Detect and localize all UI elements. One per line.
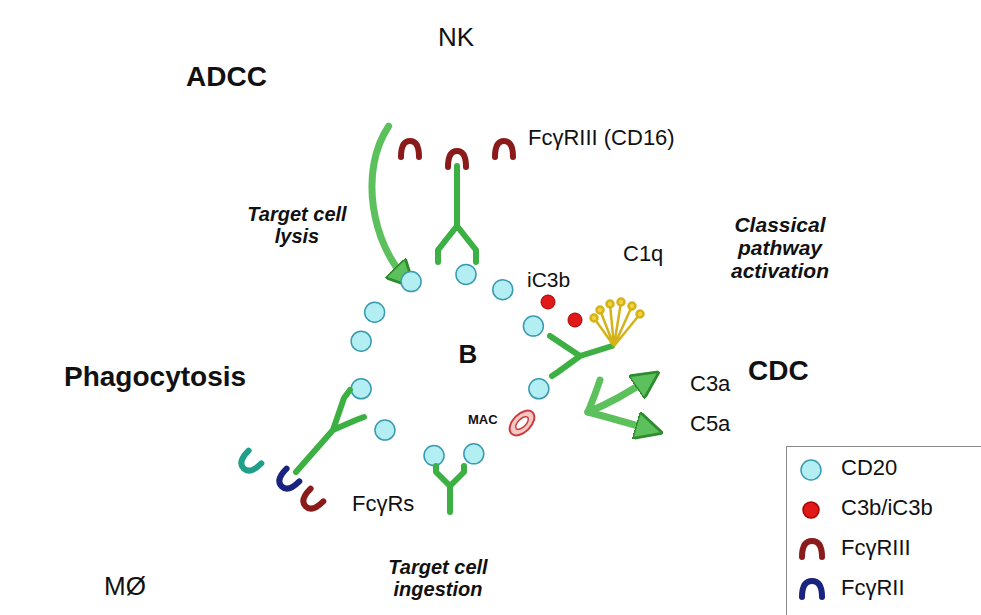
molecule-label-text: MAC [468,412,498,427]
legend-text: C3b/iC3b [841,495,933,521]
cell-body [22,459,319,612]
receptor-label: FcγRIII (CD16) [528,126,718,150]
c1q-molecule [591,299,644,347]
mechanism-title: Phagocytosis [64,362,264,393]
nucleus [430,317,506,393]
mechanism-title-text: CDC [748,355,809,386]
cd20-dot [365,302,385,322]
mechanism-title-text: ADCC [186,61,267,92]
cell-label: NK [368,22,544,53]
cell-name: B [459,339,478,369]
nucleus [398,64,510,140]
legend-row: C3b/iC3b [787,491,981,527]
cleavage-arrows [588,378,652,430]
molecule-label: C5a [690,412,750,436]
legend-text: FcγRII [841,575,905,601]
legend-text: CD20 [841,455,897,481]
mechanism-title: CDC [748,356,838,387]
nucleus [221,532,283,594]
molecule-label-text: C1q [623,241,663,266]
receptor-label-text: FcγRIII (CD16) [528,125,675,150]
granule [158,541,212,595]
cd20-dot [529,379,549,399]
receptor-label: FcγRs [352,492,442,516]
process-note: Target cell lysis [232,203,362,247]
cell-label: MØ [90,571,160,602]
molecule-label: MAC [468,410,512,428]
process-note: Target cell ingestion [358,556,518,600]
legend-swatch [799,497,827,523]
molecule-label-text: C5a [690,411,730,436]
macrophage-cell: MØ [20,457,320,613]
legend-swatch [799,577,827,603]
receptor-label-text: FcγRs [352,491,414,516]
cd20-dot [401,272,421,292]
cd20-dot [351,379,371,399]
cell-body [360,275,541,456]
molecule-label-text: C3a [690,371,730,396]
process-note-text: Target cell lysis [247,203,346,247]
mac-pore [505,406,539,440]
cd20-dot [523,316,543,336]
cell-name: NK [438,22,474,52]
cd20-dots [351,264,549,465]
cell-outline [358,273,542,457]
legend-text: FcγRIII [841,535,911,561]
legend-swatch [799,457,827,483]
legend-row: CD20 [787,451,981,487]
cd20-dot [375,420,395,440]
cd20-dot [456,264,476,284]
legend-row: FcγRII [787,571,981,607]
ic3b-dots [541,295,582,327]
cd20-dot [351,331,371,351]
molecule-label-text: iC3b [527,268,570,291]
swatch-receptor [802,581,822,597]
swatch-receptor [802,541,822,557]
nk-cell: NK [368,8,544,152]
granule [175,470,235,530]
legend-box: CD20C3b/iC3bFcγRIII FcγRII [786,446,981,615]
process-note-text: Target cell ingestion [388,556,487,600]
cd20-dot [493,280,513,300]
process-note-text: Classical pathway activation [731,213,829,282]
cd20-dot [424,446,444,466]
molecule-label: C3a [690,372,750,396]
molecule-label: iC3b [527,268,587,291]
swatch-dot [803,502,819,518]
b-cell: B [358,273,542,457]
legend-row: FcγRIII [787,531,981,567]
process-note: Classical pathway activation [705,213,855,282]
granule [67,472,133,538]
cell-name: MØ [104,571,146,601]
cell-outline [20,457,320,613]
mechanism-title-text: Phagocytosis [64,361,246,392]
molecule-label: C1q [623,242,683,266]
swatch-dot [801,460,821,480]
mechanism-title: ADCC [186,62,316,93]
cd20-dot [464,444,484,464]
cell-label: B [430,339,506,370]
cell-body [370,10,543,151]
legend-swatch [799,537,827,563]
